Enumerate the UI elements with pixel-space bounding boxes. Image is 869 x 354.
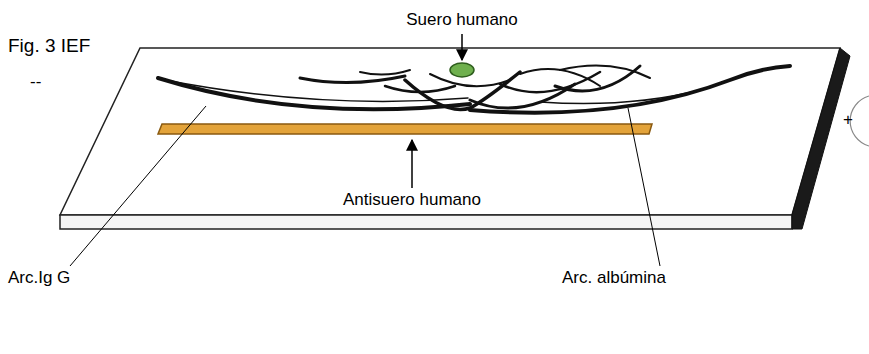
arc-label: Arc. albúmina	[562, 268, 666, 288]
pointer-arrow	[411, 140, 413, 188]
pointer-arrow	[461, 34, 463, 60]
pole-sign: +	[843, 110, 853, 130]
pole-sign: --	[30, 72, 41, 92]
leader-line	[628, 108, 660, 266]
well-label: Suero humano	[406, 10, 518, 30]
figure-title: Fig. 3 IEF	[8, 36, 90, 56]
arc-label: Arc.Ig G	[8, 268, 70, 288]
electrode-outline	[850, 96, 869, 146]
slide-top	[60, 48, 840, 215]
leader-line	[70, 106, 206, 266]
slide-front	[60, 215, 792, 229]
trough-label: Antisuero humano	[343, 190, 481, 210]
serum-well	[450, 63, 474, 77]
slide-side	[792, 48, 850, 229]
antiserum-trough	[158, 124, 652, 134]
